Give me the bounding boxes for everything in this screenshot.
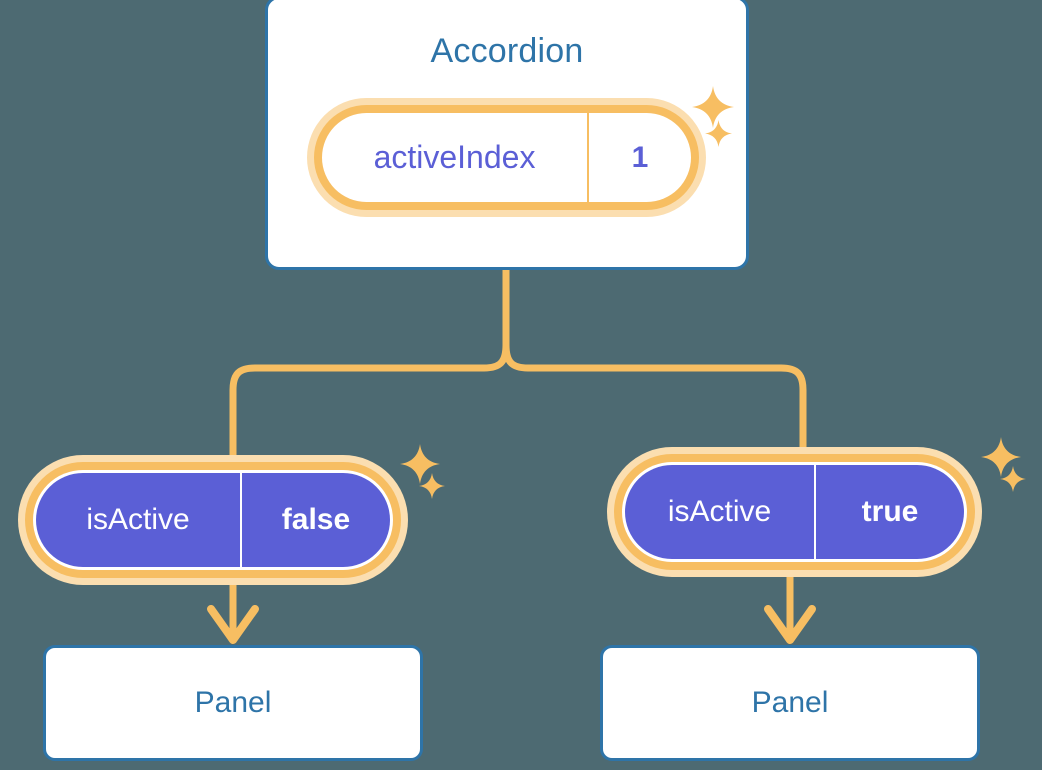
arrow-down-icon-left	[207, 605, 259, 644]
prop-pill-is-active-true[interactable]: isActive true	[607, 447, 982, 577]
prop-value-label: false	[281, 503, 351, 536]
sparkle-4-point-large-icon	[400, 444, 440, 484]
pill-inner: isActive false	[36, 473, 390, 567]
sparkle-4-point-large-icon	[981, 437, 1021, 477]
sparkle-4-point-small-icon	[1000, 466, 1026, 492]
page-title: Accordion	[430, 32, 584, 70]
pill-ring: isActive true	[614, 454, 975, 570]
sparkle-4-point-small-icon	[705, 120, 732, 147]
prop-key-label: isActive	[36, 473, 242, 567]
panel-card-left[interactable]: Panel	[43, 645, 423, 761]
pill-body: activeIndex 1	[322, 113, 691, 202]
state-value-label: 1	[631, 140, 649, 174]
pill-ring: isActive false	[25, 462, 401, 578]
branch-connector-right	[502, 266, 807, 451]
prop-value-label: true	[861, 495, 919, 528]
prop-key-label: isActive	[625, 465, 816, 559]
pill-body: isActive false	[33, 470, 393, 570]
prop-pill-is-active-false[interactable]: isActive false	[18, 455, 408, 585]
sparkle-4-point-large-icon	[692, 86, 734, 128]
branch-connector-left	[229, 341, 510, 459]
pill-body: isActive true	[622, 462, 967, 562]
pill-inner: isActive true	[625, 465, 964, 559]
arrow-down-icon-right	[764, 605, 816, 644]
panel-card-right[interactable]: Panel	[600, 645, 980, 761]
panel-label: Panel	[751, 686, 829, 719]
panel-label: Panel	[194, 686, 272, 719]
state-key-label: activeIndex	[322, 113, 589, 202]
sparkle-4-point-small-icon	[419, 473, 445, 499]
pill-ring: activeIndex 1	[314, 105, 699, 210]
state-pill-active-index[interactable]: activeIndex 1	[307, 98, 706, 217]
